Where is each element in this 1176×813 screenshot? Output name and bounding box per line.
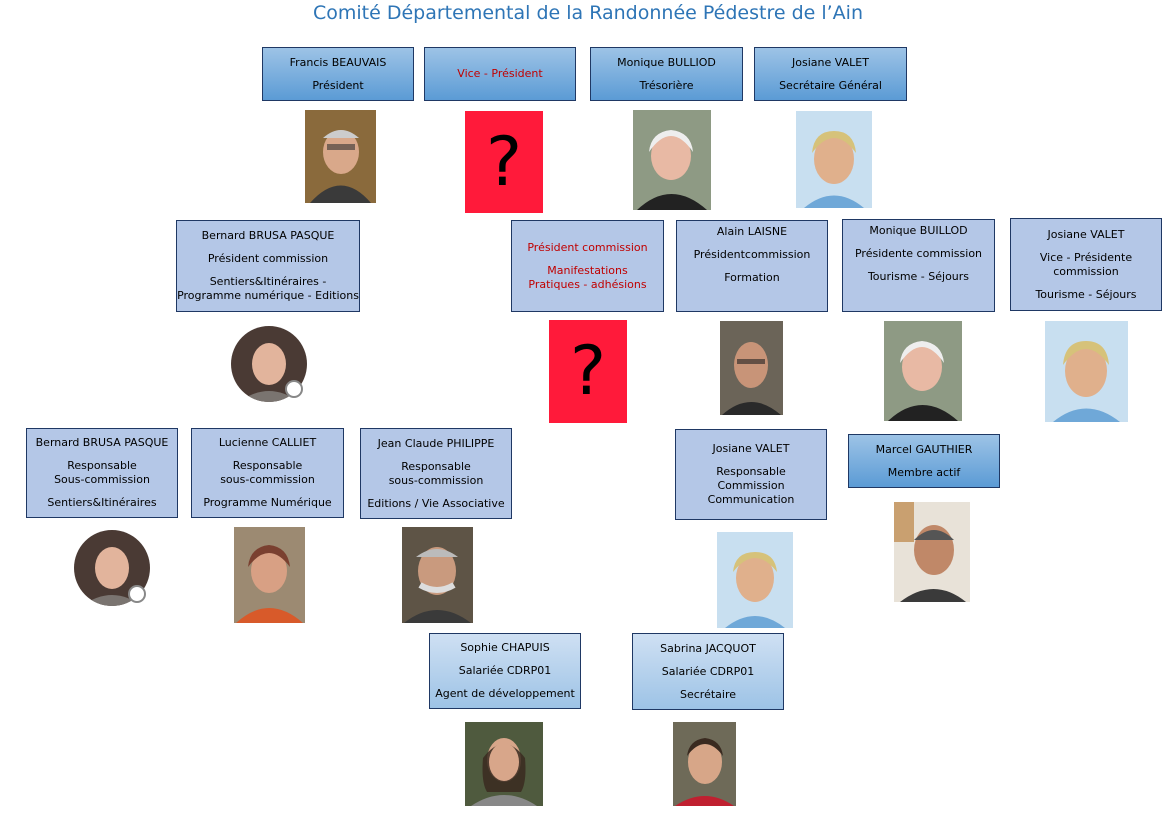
member-role: Président commission <box>527 240 648 254</box>
member-name: Bernard BRUSA PASQUE <box>35 436 169 449</box>
member-name: Josiane VALET <box>792 55 869 69</box>
member-role: Président commission <box>207 252 329 265</box>
member-name: Francis BEAUVAIS <box>289 55 387 69</box>
portrait-photo <box>234 527 305 623</box>
commission-name: Editions / Vie Associative <box>367 496 505 510</box>
member-role: Présidentcommission <box>693 248 811 261</box>
member-role: Trésorière <box>639 78 694 92</box>
portrait-photo <box>717 532 793 628</box>
box-president: Francis BEAUVAIS Président <box>262 47 414 101</box>
status-badge <box>128 585 146 603</box>
box-salariee-secretaire: Sabrina JACQUOT Salariée CDRP01 Secrétai… <box>632 633 784 710</box>
commission-name: Tourisme - Séjours <box>867 270 970 283</box>
member-role: Présidente commission <box>854 247 983 260</box>
commission-name: Formation <box>724 271 780 284</box>
box-vice-president: Vice - Président <box>424 47 576 101</box>
member-name: Sophie CHAPUIS <box>460 641 550 654</box>
box-tresoriere: Monique BULLIOD Trésorière <box>590 47 743 101</box>
portrait-photo <box>673 722 736 806</box>
member-name: Sabrina JACQUOT <box>660 641 756 655</box>
unknown-photo: ? <box>549 320 627 423</box>
member-role: Responsable <box>67 459 137 472</box>
box-sous-commission-programme: Lucienne CALLIET Responsable sous-commis… <box>191 428 344 518</box>
commission-name: Manifestations <box>547 263 628 277</box>
member-name: Bernard BRUSA PASQUE <box>201 229 335 242</box>
member-role: Commission <box>717 479 785 492</box>
box-sous-commission-sentiers: Bernard BRUSA PASQUE Responsable Sous-co… <box>26 428 178 518</box>
status-badge <box>285 380 303 398</box>
member-role: Vice - Présidente <box>1039 250 1133 264</box>
member-name: Jean Claude PHILIPPE <box>377 436 495 450</box>
member-role: Responsable <box>716 465 786 478</box>
member-role: Vice - Président <box>457 67 543 80</box>
portrait-photo <box>894 502 970 602</box>
member-role: Responsable <box>232 459 303 472</box>
box-secretaire: Josiane VALET Secrétaire Général <box>754 47 907 101</box>
member-role: sous-commission <box>388 473 484 487</box>
portrait-photo <box>633 110 711 210</box>
member-name: Alain LAISNE <box>716 225 788 238</box>
box-commission-communication: Josiane VALET Responsable Commission Com… <box>675 429 827 520</box>
commission-name: Sentiers&Itinéraires - <box>209 275 327 288</box>
member-name: Lucienne CALLIET <box>218 436 317 449</box>
member-role: Secrétaire Général <box>779 78 882 92</box>
job-title: Agent de développement <box>435 687 575 700</box>
member-role: commission <box>1053 264 1119 278</box>
member-role: Responsable <box>401 459 471 473</box>
member-role: Membre actif <box>887 465 961 479</box>
commission-name: Programme Numérique <box>203 496 332 509</box>
box-membre-actif: Marcel GAUTHIER Membre actif <box>848 434 1000 488</box>
member-name: Josiane VALET <box>1047 227 1125 241</box>
member-role: Salariée CDRP01 <box>661 664 755 678</box>
member-role: Communication <box>707 493 795 506</box>
member-name: Monique BULLIOD <box>617 55 716 69</box>
page-title: Comité Départemental de la Randonnée Péd… <box>312 2 863 24</box>
box-sous-commission-editions: Jean Claude PHILIPPE Responsable sous-co… <box>360 428 512 519</box>
box-commission-sentiers: Bernard BRUSA PASQUE Président commissio… <box>176 220 360 312</box>
portrait-photo <box>884 321 962 421</box>
box-vice-presidente-tourisme: Josiane VALET Vice - Présidente commissi… <box>1010 218 1162 311</box>
portrait-photo <box>402 527 473 623</box>
unknown-photo: ? <box>465 111 543 213</box>
member-role: Sous-commission <box>54 473 150 486</box>
member-name: Josiane VALET <box>712 442 790 455</box>
portrait-photo <box>796 111 872 208</box>
portrait-photo <box>1045 321 1128 422</box>
portrait-photo <box>465 722 543 806</box>
box-commission-tourisme: Monique BUILLOD Présidente commission To… <box>842 219 995 312</box>
box-salariee-agent: Sophie CHAPUIS Salariée CDRP01 Agent de … <box>429 633 581 709</box>
member-name: Marcel GAUTHIER <box>875 442 973 456</box>
box-commission-manifestations: Président commission Manifestations Prat… <box>511 220 664 312</box>
portrait-photo <box>305 110 376 203</box>
portrait-photo <box>720 321 783 415</box>
commission-name: Pratiques - adhésions <box>528 277 647 291</box>
member-role: sous-commission <box>220 473 315 486</box>
commission-name: Tourisme - Séjours <box>1035 287 1137 301</box>
commission-name: Programme numérique - Editions <box>177 289 359 302</box>
job-title: Secrétaire <box>679 687 736 701</box>
member-name: Monique BUILLOD <box>869 224 968 237</box>
box-commission-formation: Alain LAISNE Présidentcommission Formati… <box>676 220 828 312</box>
commission-name: Sentiers&Itinéraires <box>47 496 157 509</box>
member-role: Salariée CDRP01 <box>458 664 552 677</box>
member-role: Président <box>312 78 364 92</box>
